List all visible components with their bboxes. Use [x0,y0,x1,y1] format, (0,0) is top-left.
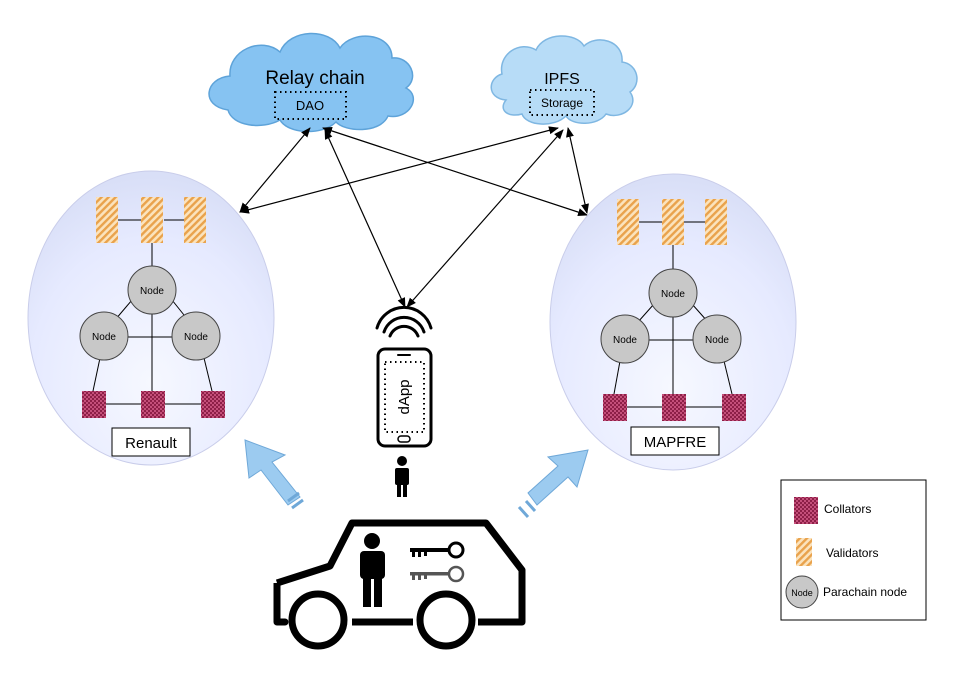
arrow-ipfs-renault [239,126,559,214]
node-label: Node [92,332,116,343]
upload-arrow-left [244,439,304,510]
driver-icon [360,533,385,607]
legend-node-label: Node [791,588,813,598]
node-label: Node [705,335,729,346]
node-icon [600,314,650,364]
arrow-ipfs-dapp [406,129,564,308]
validator-icon [796,538,812,566]
connection-arrows [239,126,589,308]
user-icon [395,456,409,497]
node-icon [79,311,129,361]
dao-label: DAO [296,98,324,113]
node-icon [127,265,177,315]
key-icon [410,565,465,583]
ipfs-title: IPFS [544,71,580,88]
phone-icon [376,347,433,448]
arrow-relay-renault [239,127,311,213]
key-icon [410,541,465,559]
renault-label-box [111,427,191,457]
collator-icon [201,391,225,418]
legend-label: Validators [826,546,878,560]
legend: Collators Validators Node Parachain node [780,479,927,621]
collator-icon [722,394,746,421]
car-icon [273,519,526,650]
arrow-relay-dapp [324,129,406,308]
mapfre-parachain: Node Node Node MAPFRE [549,173,797,471]
mapfre-label-box [630,426,720,456]
node-label: Node [613,335,637,346]
dao-box [274,91,347,120]
ipfs-cloud: IPFS Storage [490,35,638,125]
signal-icon [375,305,433,338]
upload-arrow-right [517,449,589,519]
arrow-ipfs-mapfre [566,127,589,214]
dapp-label: dApp [396,379,413,414]
validator-icon [96,197,118,243]
legend-label: Collators [824,502,871,516]
relay-chain-cloud: Relay chain DAO [208,32,415,133]
collator-icon [82,391,106,418]
node-icon [648,268,698,318]
relay-chain-title: Relay chain [265,68,364,89]
arrow-relay-mapfre [322,127,588,216]
node-icon [692,314,742,364]
collator-icon [662,394,686,421]
phone-dapp: dApp [375,305,433,448]
storage-label: Storage [541,96,583,110]
collator-icon [141,391,165,418]
legend-label: Parachain node [823,585,907,599]
node-label: Node [661,289,685,300]
renault-parachain: Node Node Node Renault [27,170,275,466]
validator-icon [705,199,727,245]
validator-icon [662,199,684,245]
node-label: Node [184,332,208,343]
node-icon [171,311,221,361]
node-icon [785,575,819,609]
validator-icon [141,197,163,243]
mapfre-label: MAPFRE [644,434,707,451]
collator-icon [794,497,818,524]
renault-label: Renault [125,435,178,452]
node-label: Node [140,286,164,297]
validator-icon [617,199,639,245]
collator-icon [603,394,627,421]
validator-icon [184,197,206,243]
storage-box [529,89,595,116]
